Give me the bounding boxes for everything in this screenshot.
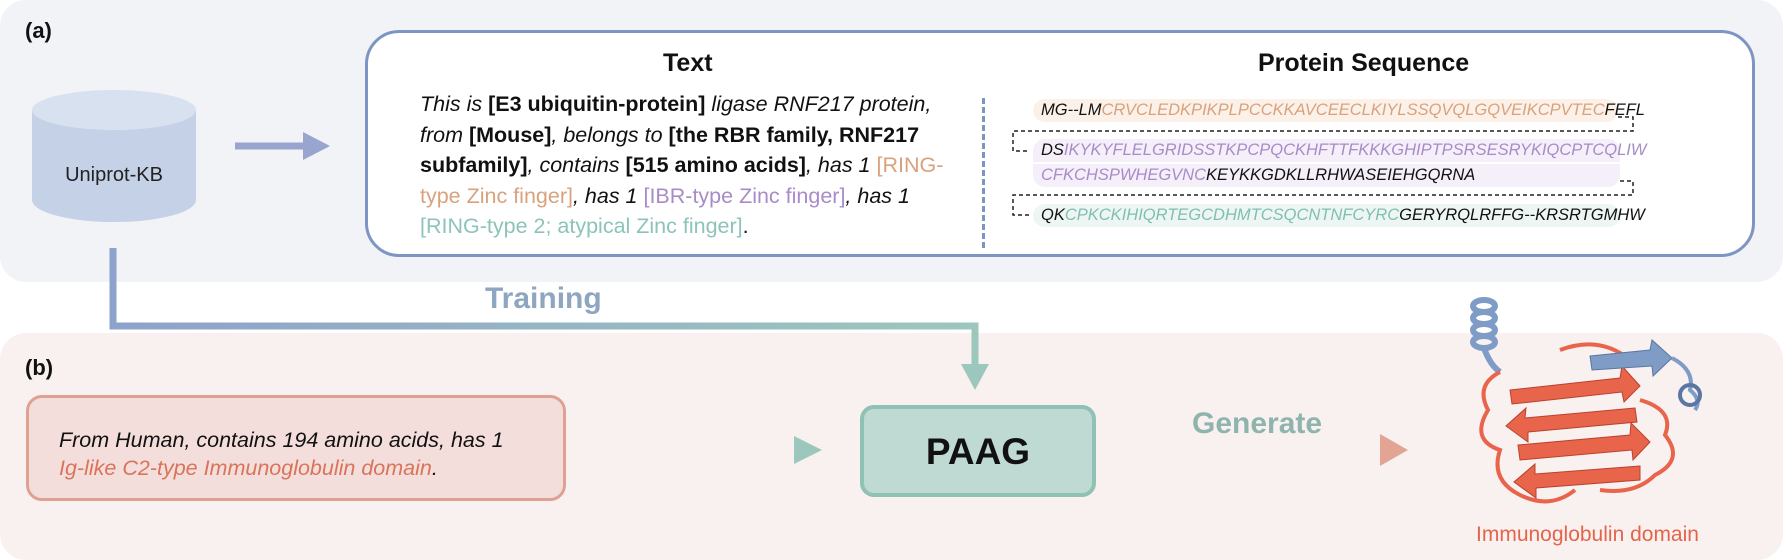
ring-domain-text: [RING-type Zinc finger] (420, 153, 944, 208)
input-domain-text: Ig-like C2-type Immunoglobulin domain (59, 456, 432, 480)
protein-structure-icon (1470, 297, 1702, 504)
paag-model-box: PAAG (860, 405, 1096, 497)
paag-label: PAAG (925, 431, 1031, 472)
database-icon (32, 90, 196, 222)
generate-label: Generate (1192, 407, 1323, 440)
training-arrow (109, 248, 989, 390)
text-title: Text (663, 49, 713, 77)
input-prompt-text: From Human, contains 194 amino acids, ha… (59, 428, 504, 480)
generate-arrow (1138, 434, 1408, 466)
sequence-title: Protein Sequence (1258, 49, 1470, 77)
training-label: Training (485, 282, 602, 315)
output-caption: Immunoglobulin domain (1476, 523, 1699, 546)
training-example-box: Text Protein Sequence This is [E3 ubiqui… (365, 30, 1755, 257)
panel-a: (a) Uniprot-KB Text Protein Sequence Thi… (0, 0, 1783, 282)
database-label: Uniprot-KB (65, 164, 163, 186)
panel-b-label: (b) (25, 355, 54, 380)
input-to-paag-arrow (606, 436, 822, 464)
db-to-example-arrow (235, 132, 330, 160)
ibr-domain-text: [IBR-type Zinc finger] (643, 183, 846, 208)
panel-a-label: (a) (25, 18, 52, 43)
protein-description: This is [E3 ubiquitin-protein] ligase RN… (420, 92, 944, 238)
input-prompt-box: From Human, contains 194 amino acids, ha… (26, 395, 566, 501)
ring2-domain-text: [RING-type 2; atypical Zinc finger] (420, 214, 743, 238)
column-divider (982, 98, 985, 248)
